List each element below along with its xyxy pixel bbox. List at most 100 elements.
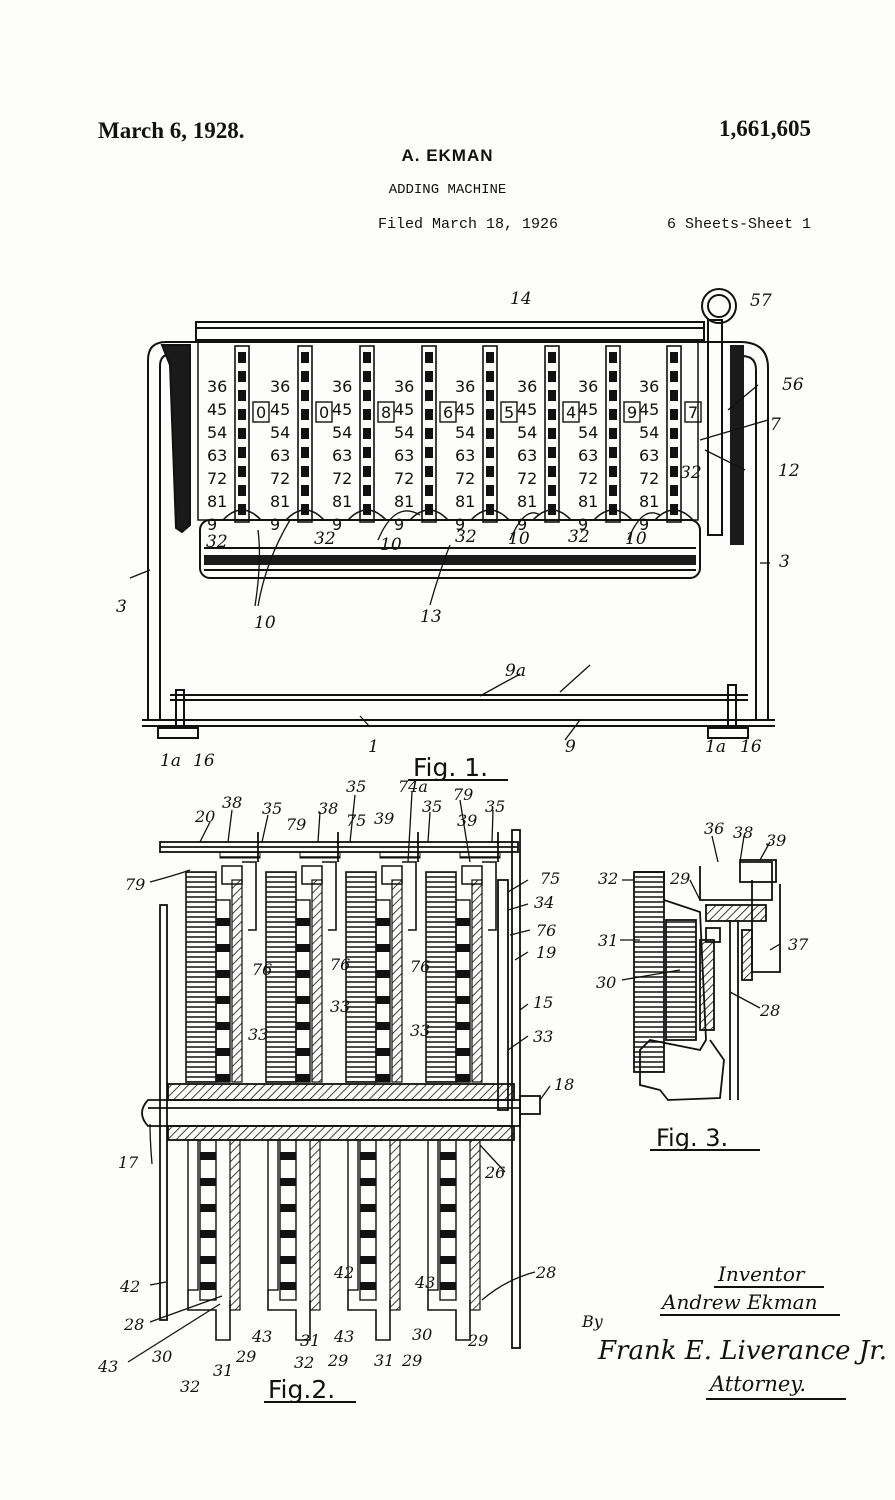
slide-slot [425, 409, 433, 420]
figure-2 [141, 829, 541, 1349]
slide-slot [486, 352, 494, 363]
ref-9: 9 [565, 737, 576, 757]
ref-16-right: 16 [740, 737, 762, 757]
fig2-reference-numerals: 20 38 35 35 38 74a 35 79 35 79 75 39 39 … [97, 777, 574, 1396]
wheel-scale-figure: 45 [332, 400, 352, 419]
slide-slot [425, 485, 433, 496]
ref-1a-left: 1a [160, 751, 181, 771]
upper-wheel [265, 871, 297, 1083]
ref-12: 12 [778, 461, 800, 481]
slide-slot [609, 485, 617, 496]
wheel-scale-figure: 54 [332, 423, 352, 442]
window-box [623, 401, 641, 423]
wheel-scale-figure: 63 [394, 446, 414, 465]
slide-slot [238, 390, 246, 401]
ref-31-a: 31 [213, 1361, 233, 1380]
rack-79 [219, 851, 261, 859]
slide-slot [363, 371, 371, 382]
slide-slot [548, 409, 556, 420]
block-38 [381, 865, 403, 885]
window-digit: 0 [319, 403, 329, 422]
slide-slot [363, 428, 371, 439]
wheel-scale-figure: 63 [455, 446, 475, 465]
ref-28-a: 28 [535, 1263, 556, 1282]
ref-43-d: 43 [414, 1273, 435, 1292]
slide-slot [548, 447, 556, 458]
ref-17: 17 [118, 1153, 139, 1172]
underline [714, 1286, 824, 1288]
lower-ladder [279, 1139, 297, 1301]
slide-slot [425, 447, 433, 458]
ref-76-a: 76 [252, 960, 272, 979]
slide-bar [666, 345, 682, 523]
wheel-scale-figure: 9 [578, 515, 588, 534]
slide-slot [301, 352, 309, 363]
wheel-scale-figure: 81 [394, 492, 414, 511]
slide-slot [425, 466, 433, 477]
wheel-scale-figure: 72 [639, 469, 659, 488]
slide-slot [238, 485, 246, 496]
wheel-scale-figure: 72 [332, 469, 352, 488]
ref-76-b: 76 [330, 955, 350, 974]
wheel-scale-figure: 81 [455, 492, 475, 511]
wheel-scale-figure: 36 [394, 377, 414, 396]
figure-3 [633, 859, 781, 1101]
ref-57: 57 [750, 291, 772, 311]
ref-26: 26 [484, 1163, 505, 1182]
ref-43-c: 43 [333, 1327, 354, 1346]
wheel-scale-figure: 63 [578, 446, 598, 465]
wheel-scale-figure: 9 [517, 515, 527, 534]
fig3-ref-32: 32 [598, 869, 618, 888]
ref-32-d: 32 [568, 527, 590, 547]
slide-slot [609, 371, 617, 382]
lower-rim [427, 1139, 439, 1291]
slide-slot [548, 352, 556, 363]
wheel-scale-figure: 63 [332, 446, 352, 465]
fig3-ref-37: 37 [788, 935, 809, 954]
invention-title: ADDING MACHINE [388, 182, 507, 198]
bar-foot [470, 509, 510, 521]
patent-date: March 6, 1928. [98, 118, 245, 143]
underline [706, 1398, 846, 1400]
ref-34: 34 [534, 893, 554, 912]
wheel-scale-figure: 36 [270, 377, 290, 396]
wheel-scale-figure: 45 [639, 400, 659, 419]
window-box [315, 401, 333, 423]
bar-foot [593, 509, 633, 521]
wheel-scale-figure: 81 [578, 492, 598, 511]
slide-slot [301, 371, 309, 382]
slide-slot [670, 466, 678, 477]
wheel-scale-figure: 81 [270, 492, 290, 511]
side-plate [471, 879, 483, 1083]
rack-79 [299, 851, 341, 859]
ref-13: 13 [420, 607, 442, 627]
slide-slot [609, 447, 617, 458]
ref-16-left: 16 [193, 751, 215, 771]
figure-1 [142, 288, 775, 739]
wheel-scale-figure: 63 [517, 446, 537, 465]
slide-slot [238, 352, 246, 363]
lower-foot [347, 1290, 391, 1341]
wheel-scale-figure: 9 [455, 515, 465, 534]
ref-79-c: 79 [125, 875, 145, 894]
fig1-caption-group: Fig. 1. [408, 753, 508, 782]
lower-plate [469, 1139, 481, 1311]
wheel-scale-figure: 45 [517, 400, 537, 419]
wheel-scale-figure: 45 [578, 400, 598, 419]
slide-slot [238, 428, 246, 439]
ref-32-g: 32 [294, 1353, 314, 1372]
fig3-caption: Fig. 3. [656, 1124, 728, 1152]
sheet-count: 6 Sheets-Sheet 1 [666, 216, 811, 233]
ref-75-a: 75 [346, 811, 366, 830]
fig1-caption: Fig. 1. [413, 753, 488, 782]
ref-28-b: 28 [123, 1315, 144, 1334]
slide-slot [670, 428, 678, 439]
ref-29-a: 29 [235, 1347, 256, 1366]
upper-wheel [425, 871, 457, 1083]
upper-wheel [185, 871, 217, 1083]
underline [660, 1314, 840, 1316]
slide-slot [670, 485, 678, 496]
ref-75-b: 75 [540, 869, 560, 888]
slide-slot [486, 390, 494, 401]
lower-ladder [359, 1139, 377, 1301]
